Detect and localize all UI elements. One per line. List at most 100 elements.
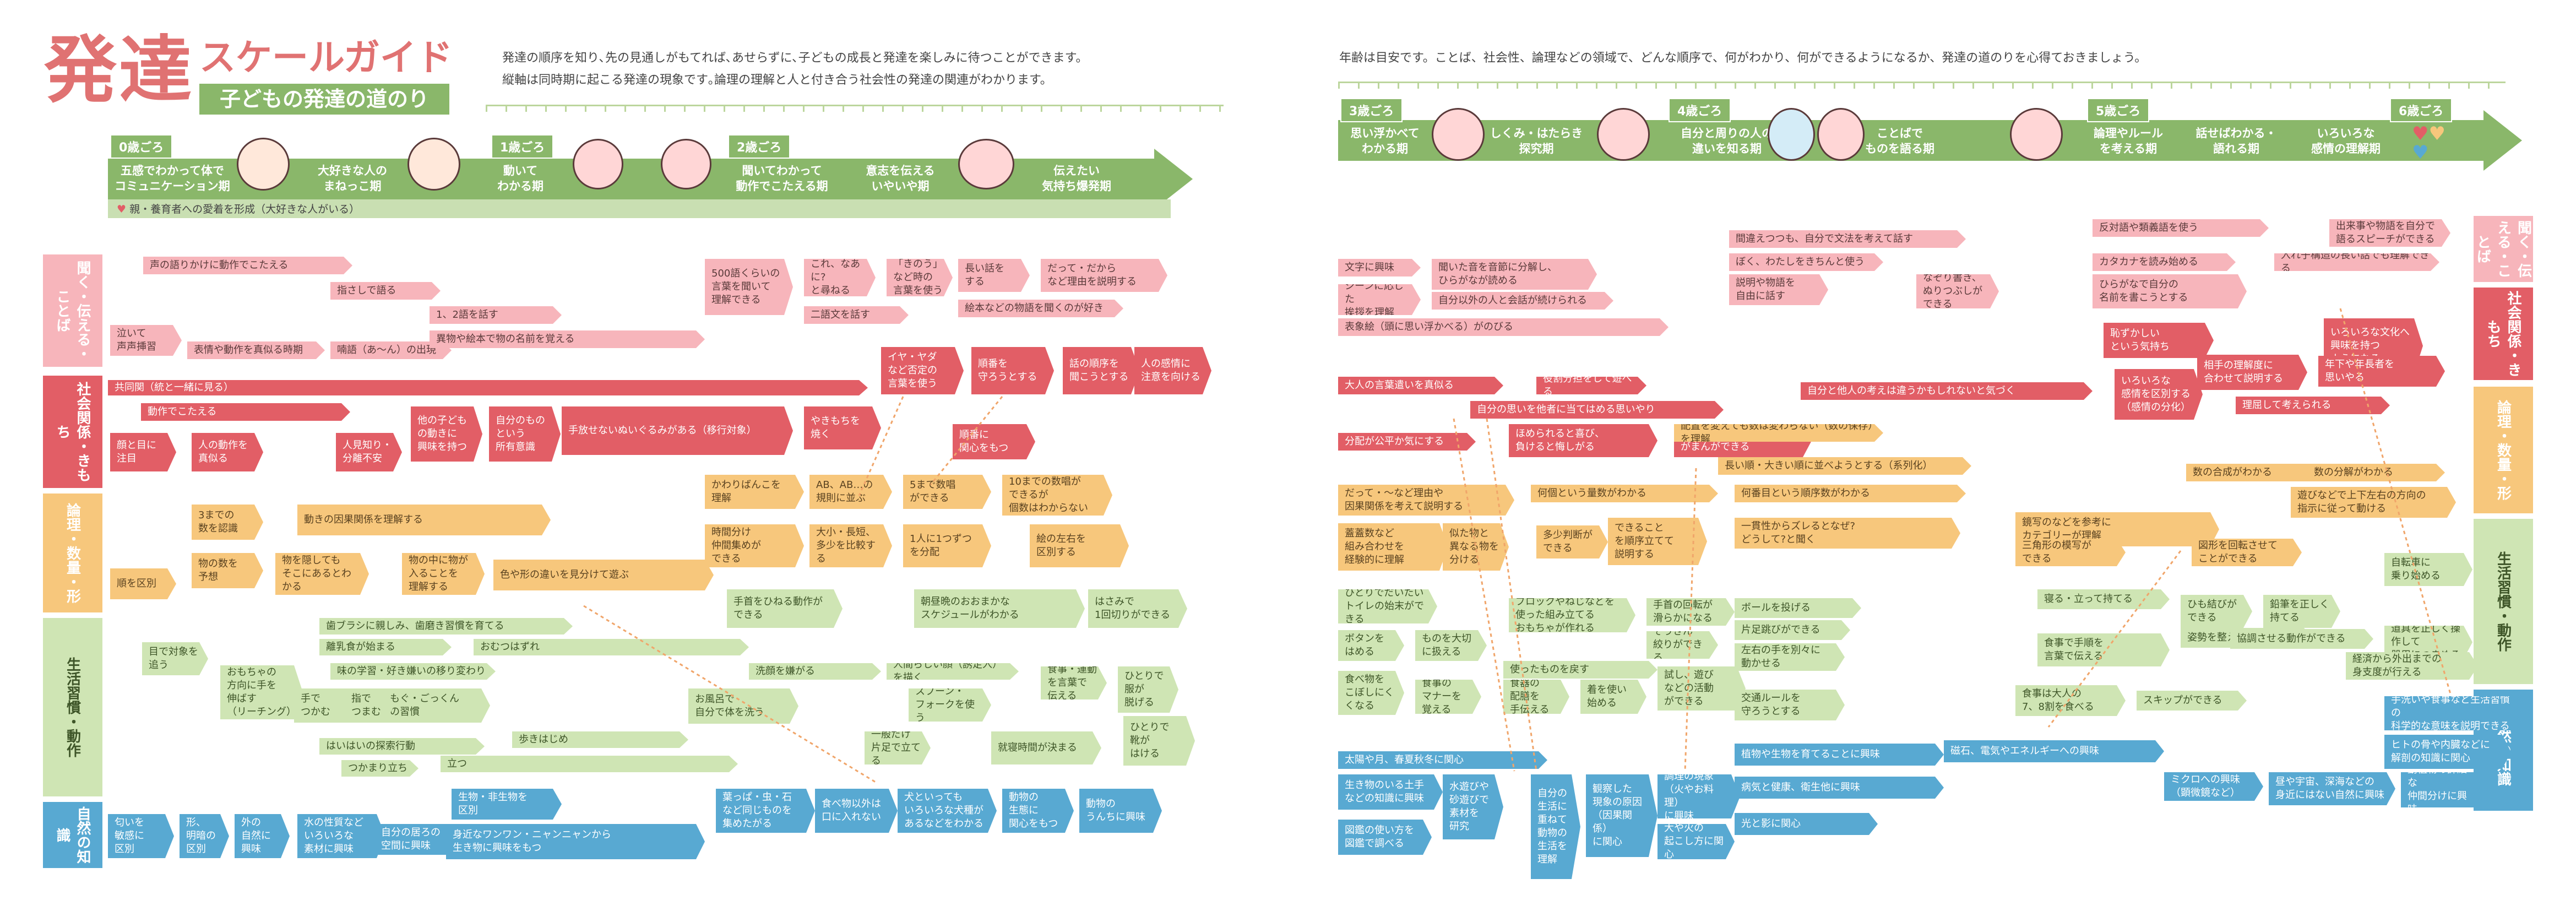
milestone-node: 文字に興味	[1338, 259, 1421, 276]
milestone-node: 遊びなどで上下左右の方向の 指示に従って動ける	[2291, 487, 2456, 518]
milestone-node: 磁石、電気やエネルギーへの興味	[1944, 740, 2164, 762]
milestone-node: ほめられると喜び、 負けると悔しがる	[1509, 424, 1657, 457]
timeline-arrow-left	[1154, 149, 1193, 209]
milestone-node: 一貫性からズレるとなぜ? どうして?と聞く	[1735, 518, 1960, 549]
milestone-node: はさみで 1回切りができる	[1088, 589, 1187, 628]
period-2-1: 聞いてわかって 動作でこたえる期	[736, 164, 828, 193]
milestone-node: 相手の理解度に 合わせて説明する	[2197, 355, 2307, 390]
milestone-node: 時間分け 仲間集めが できる	[705, 524, 804, 567]
milestone-node: 物の数を 予想	[192, 553, 263, 588]
cat-social-right: 社会関係・きもち	[2474, 288, 2533, 380]
heart-icon: ♥	[117, 203, 127, 215]
milestone-node: 味の学習・好き嫌いの移り変わり	[330, 663, 496, 680]
age-2: 2歳ごろ	[728, 134, 791, 159]
cat-lang-left: 聞く・伝える・ことば	[43, 254, 102, 367]
milestone-node: なぞり書き、 ぬりつぶしができる	[1916, 274, 1999, 308]
milestone-node: 人の感情に 注意を向ける	[1134, 347, 1211, 394]
milestone-node: 洗顔を嫌がる	[749, 663, 881, 680]
age-6: 6歳ごろ	[2390, 98, 2453, 122]
milestone-node: 指で つまむ	[345, 688, 394, 723]
intro-right-1: 年齢は目安です。ことば、社会性、論理などの領域で、どんな順序で、何がわかり、何が…	[1339, 51, 2147, 65]
milestone-node: 自分の思いを他者に当てはめる思いやり	[1470, 401, 1724, 419]
milestone-node: 説明や物語を 自由に話す	[1729, 274, 1828, 305]
cat-life-left: 生活習慣・動作	[43, 618, 102, 796]
milestone-node: 大や火の 起こし方に関心	[1657, 824, 1735, 859]
milestone-node: 自分のもの という 所有意識	[489, 406, 561, 462]
milestone-node: 食べ物を こぼしにく くなる	[1338, 671, 1404, 715]
milestone-node: 経済から外出までの 身支度が行える	[2346, 652, 2478, 680]
milestone-node: 昼や宇宙、深海などの 身近にはない自然に興味	[2269, 772, 2395, 805]
milestone-node: つかまり立ち	[341, 760, 419, 777]
period-5-1: 論理やルール を考える期	[2094, 127, 2163, 155]
period-4-1: 自分と周りの人の 違いを知る期	[1681, 127, 1773, 155]
milestone-node: お風呂で 自分で体を洗う	[688, 688, 798, 724]
milestone-node: 歩きはじめ	[512, 731, 688, 748]
milestone-node: 試し、遊び などの活動 ができる	[1657, 666, 1746, 711]
milestone-node: 外の 自然に 興味	[235, 814, 290, 858]
milestone-node: 手で つかむ	[294, 688, 355, 723]
milestone-node: 二語文を話す	[804, 306, 909, 324]
girl-face-icon	[1597, 108, 1650, 161]
milestone-node: 5まで数唱 ができる	[903, 475, 991, 509]
girl-face-icon	[661, 139, 711, 189]
milestone-node: 着を使い 始める	[1580, 680, 1646, 714]
milestone-node: 物の中に物が 入ることを 理解する	[402, 553, 485, 595]
milestone-node: 長い順・大きい順に並べようとする（系列化）	[1718, 457, 1971, 475]
age-3: 3歳ごろ	[1340, 98, 1403, 122]
hearts-icon: ♥♥♥♥	[2412, 123, 2445, 164]
milestone-node: おもちゃの 方向に手を 伸ばす （リーチング）	[220, 665, 303, 719]
subtitle-box: 子どもの発達の道のり	[199, 84, 449, 115]
milestone-node: 食事の マナーを 覚える	[1415, 680, 1481, 714]
timeline-band-right	[1338, 120, 2483, 161]
milestone-node: 寝る・立って持てる	[2037, 589, 2170, 609]
connector-line	[930, 396, 1003, 485]
milestone-node: 水の性質など いろいろな 素材に興味	[297, 814, 385, 858]
milestone-node: 自分の 生活に 重ねて 動物の 生活を 理解	[1531, 774, 1580, 879]
milestone-node: 光と影に関心	[1735, 813, 1878, 835]
milestone-node: 食事で手順を 言葉で伝える	[2037, 633, 2170, 666]
age-0: 0歳ごろ	[110, 134, 173, 159]
milestone-node: 目で対象を 追う	[142, 642, 208, 675]
milestone-node: 片足跳びができる	[1735, 620, 1850, 640]
milestone-node: 何個という量数がわかる	[1531, 485, 1718, 502]
tick-row-left	[486, 105, 1224, 112]
milestone-node: 交通ルールを 守ろうとする	[1735, 690, 1845, 720]
milestone-node: 間違えつつも、自分で文法を考えて話す	[1729, 230, 1966, 248]
milestone-node: ボールを投げる	[1735, 598, 1861, 618]
milestone-node: 図鑑の使い方を 図鑑で調べる	[1338, 820, 1432, 855]
period-0-2: 大好きな人の まねっこ期	[318, 164, 387, 193]
period-3-2: しくみ・はたらき 探究期	[1490, 127, 1583, 155]
milestone-node: 協調させる動作ができる	[2230, 629, 2373, 649]
milestone-node: 数の分解がわかる	[2307, 464, 2445, 481]
milestone-node: 水遊びや 砂遊びで 素材を 研究	[1443, 774, 1503, 839]
milestone-node: かわりばんこを 理解	[705, 475, 804, 509]
milestone-node: 人の動作を 真似る	[192, 433, 263, 471]
girl-face-icon	[573, 139, 623, 189]
milestone-node: 似た物と 異なる物を 分ける	[1443, 523, 1509, 571]
title-main: 発達	[44, 28, 194, 113]
connector-line	[1684, 468, 1697, 772]
milestone-node: 声の語りかけに動作でこたえる	[143, 257, 352, 274]
milestone-node: はいはいの探索行動	[319, 738, 485, 755]
period-1-1: 動いて わかる期	[497, 164, 544, 193]
milestone-node: 食べ物以外は 口に入れない	[815, 789, 898, 833]
milestone-node: 離乳食が始まる	[319, 639, 452, 655]
milestone-node: 朝昼晩のおおまかな スケジュールがわかる	[914, 589, 1085, 628]
milestone-node: おむつはずれ	[474, 639, 749, 655]
milestone-node: 聞いた音を音節に分解し、 ひらがなが読める	[1432, 259, 1597, 290]
milestone-node: 順を区別	[110, 568, 176, 599]
milestone-node: カタカナを読み始める	[2093, 253, 2236, 271]
cat-life-right: 生活習慣・動作	[2474, 519, 2533, 684]
milestone-node: 他の子ども の動きに 興味を持つ	[411, 406, 482, 462]
period-5-3: いろいろな 感情の理解期	[2311, 127, 2381, 155]
milestone-node: 数の合成がわかる	[2186, 464, 2329, 481]
connector-line	[2047, 550, 2182, 728]
milestone-node: 身近なワンワン・ニャンニャンから 生き物に興味をもつ	[446, 824, 705, 859]
milestone-node: 食事は大人の 7、8割を食べる	[2015, 685, 2126, 716]
milestone-node: 共同関（統と一緒に見る）	[108, 380, 868, 395]
girl-face-icon	[1817, 108, 1865, 161]
milestone-node: 順番に 関心をもつ	[953, 424, 1035, 459]
milestone-node: 観察した 現象の原因 （因果関係） に関心	[1586, 774, 1657, 857]
milestone-node: 多少判断が できる	[1536, 525, 1608, 558]
